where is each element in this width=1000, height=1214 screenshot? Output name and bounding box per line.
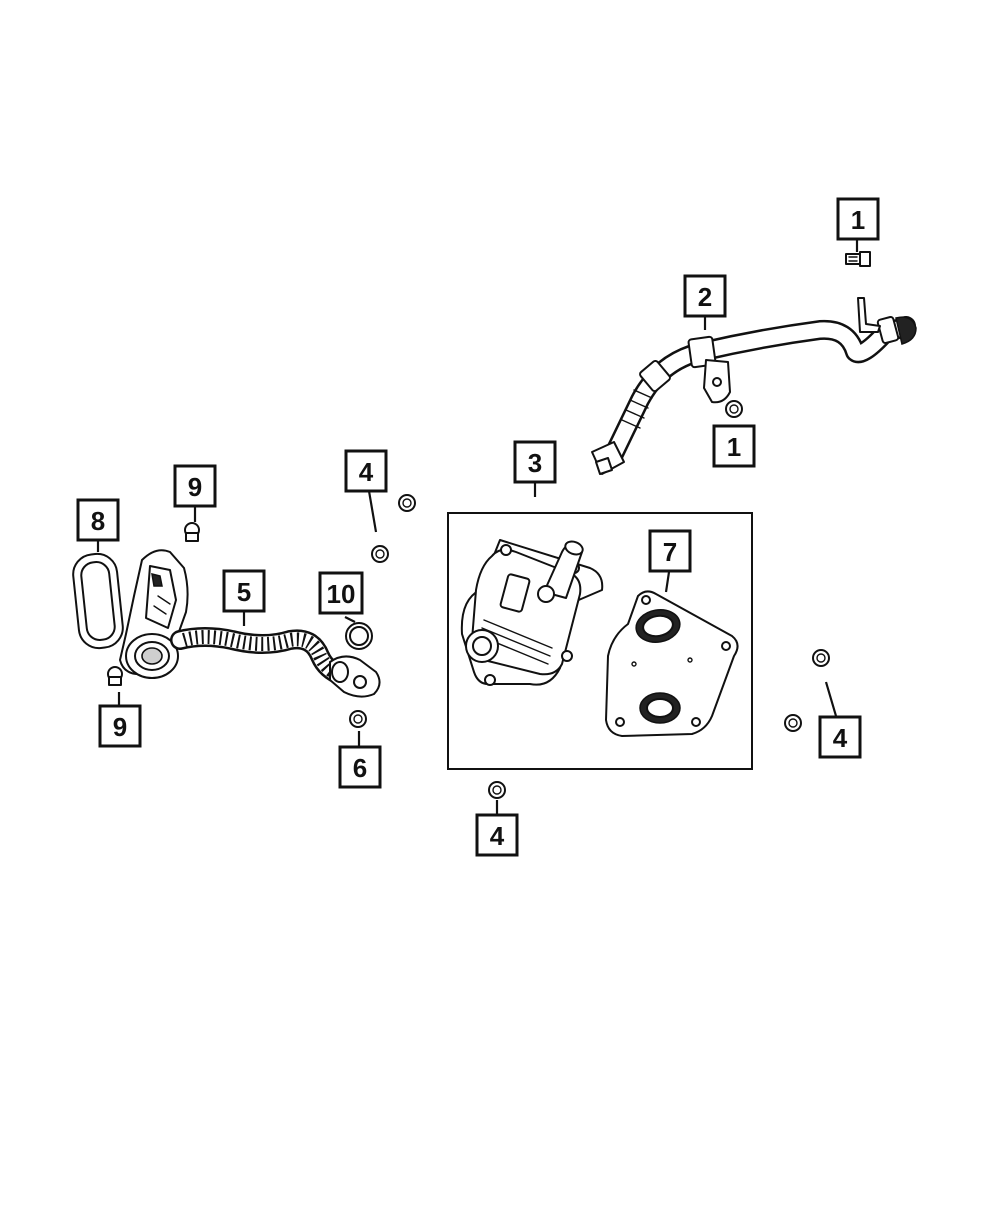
callout-1-upper: 1 <box>836 197 880 241</box>
callout-label: 1 <box>727 432 741 462</box>
callout-8: 8 <box>76 498 120 542</box>
callout-label: 9 <box>188 472 202 502</box>
nut-part-4-upper-b <box>371 545 389 563</box>
callout-9-lower: 9 <box>98 704 142 748</box>
oil-cooler-group-frame <box>447 512 753 770</box>
callout-1-lower: 1 <box>712 424 756 468</box>
callout-label: 2 <box>698 282 712 312</box>
callout-label: 4 <box>490 821 505 851</box>
leader-line <box>367 490 378 533</box>
nut-part-4-right-a <box>812 649 830 667</box>
oil-cooler-part-3 <box>460 539 604 686</box>
nut-part-4-upper-a <box>398 494 416 512</box>
bolt-part-9-upper <box>184 507 200 542</box>
leader-line <box>664 571 671 593</box>
leader-line <box>824 681 838 717</box>
callout-9-upper: 9 <box>173 464 217 508</box>
bolt-part-1-upper <box>845 240 871 267</box>
callout-3: 3 <box>513 440 557 497</box>
nut-part-4-lower <box>488 781 506 799</box>
callout-label: 5 <box>237 577 251 607</box>
callout-label: 8 <box>91 506 105 536</box>
o-ring-part-10 <box>344 616 373 650</box>
bolt-part-9-lower <box>107 666 123 706</box>
callout-label: 1 <box>851 205 865 235</box>
callout-label: 6 <box>353 753 367 783</box>
seal-ring-part-8 <box>72 541 124 650</box>
callout-4-right: 4 <box>818 715 862 759</box>
callout-4-lower: 4 <box>475 813 519 857</box>
leader-line <box>344 616 356 623</box>
gasket-part-7 <box>605 571 739 737</box>
callout-4-upper: 4 <box>344 449 388 493</box>
nut-part-4-right-b <box>784 714 802 732</box>
nut-part-1-lower <box>725 400 743 418</box>
callout-label: 3 <box>528 448 542 478</box>
callout-label: 10 <box>327 579 356 609</box>
oil-hose-part-5 <box>119 549 381 698</box>
callout-label: 9 <box>113 712 127 742</box>
callout-label: 4 <box>833 723 848 753</box>
callout-label: 7 <box>663 537 677 567</box>
callout-5: 5 <box>222 569 266 613</box>
callout-7: 7 <box>648 529 692 573</box>
callout-10: 10 <box>318 571 364 615</box>
nut-part-6 <box>349 710 367 746</box>
callout-2: 2 <box>683 274 727 318</box>
callout-label: 4 <box>359 457 374 487</box>
coolant-tube-part-2 <box>591 297 917 475</box>
callout-6: 6 <box>338 745 382 789</box>
